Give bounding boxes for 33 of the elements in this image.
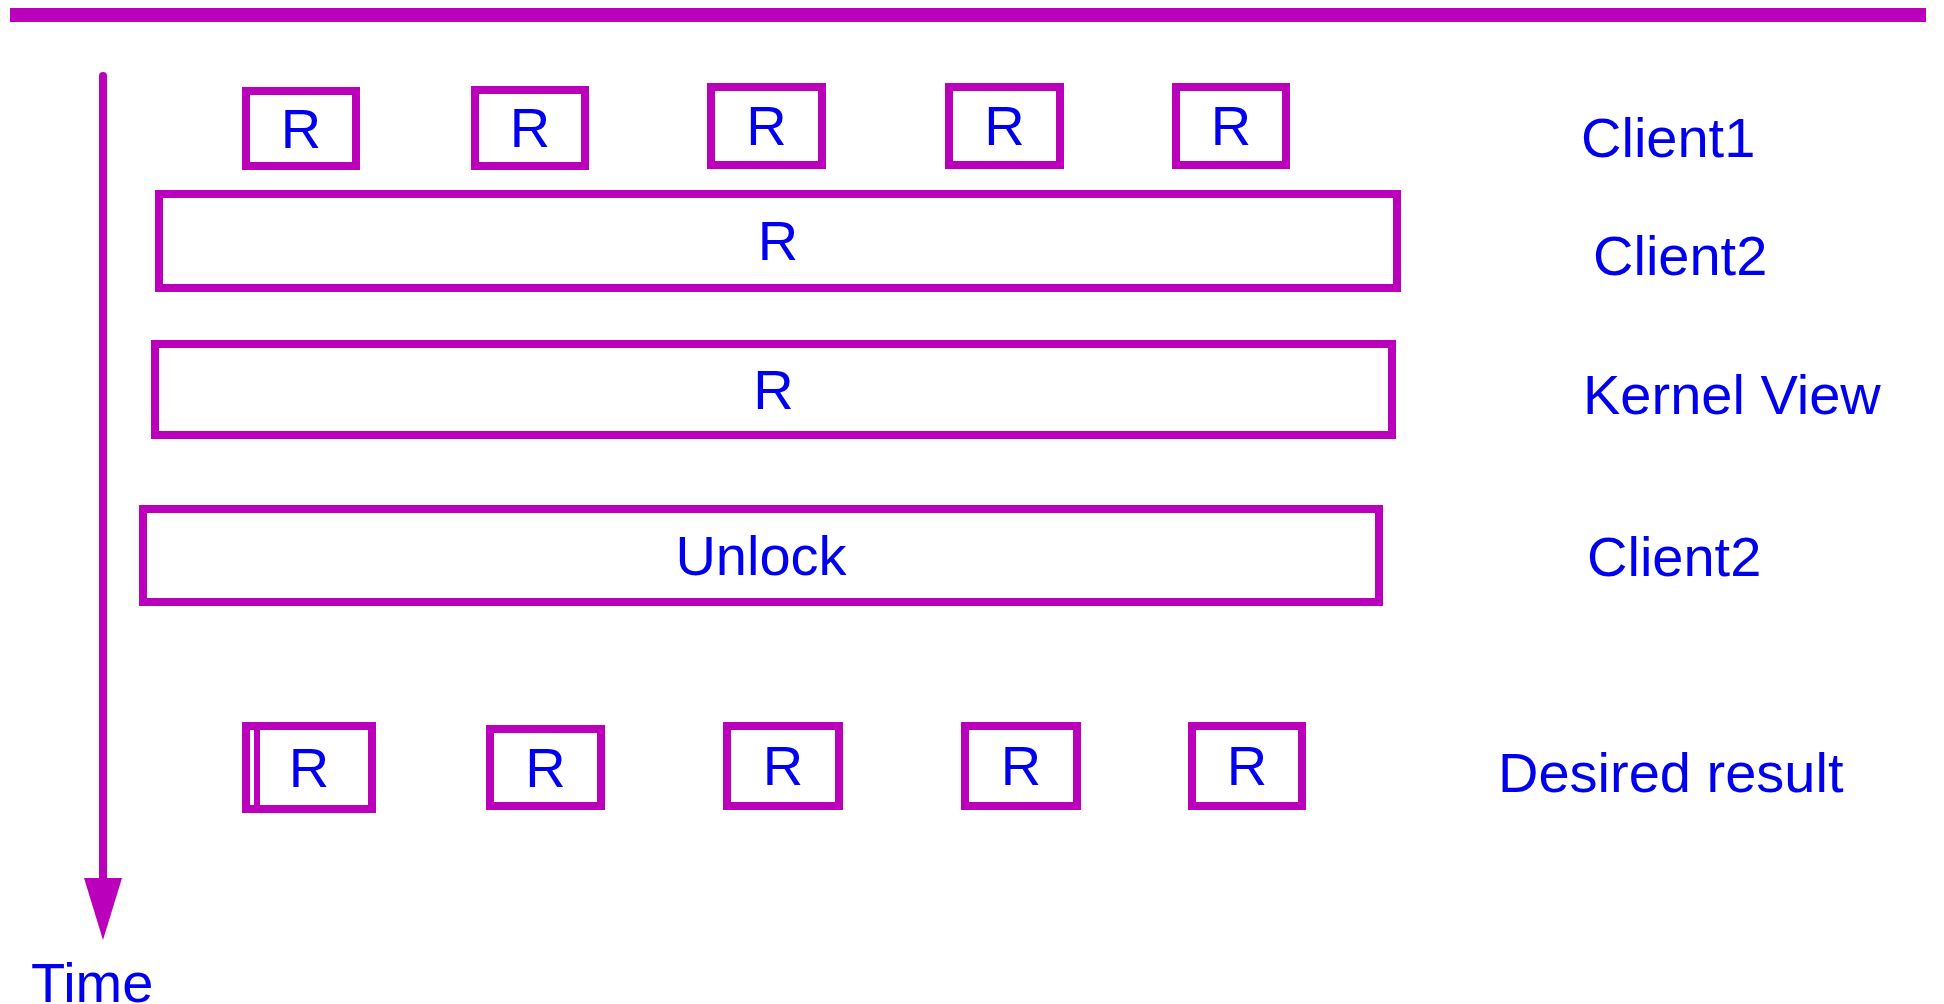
request-box <box>1188 722 1306 810</box>
box-label: Unlock <box>675 527 847 584</box>
request-box <box>961 722 1081 810</box>
header-bar <box>10 8 1926 22</box>
box-label: R <box>757 213 799 269</box>
request-box <box>155 190 1401 292</box>
box-label: R <box>746 98 787 154</box>
request-box <box>242 87 360 170</box>
box-label: R <box>509 100 551 156</box>
box-label: R <box>984 98 1025 154</box>
box-label: R <box>1210 98 1252 154</box>
box-label: R <box>525 739 566 796</box>
box-label: R <box>288 739 330 796</box>
box-label: R <box>753 361 794 418</box>
box-label: R <box>762 738 804 794</box>
box-label: R <box>280 100 322 157</box>
request-box <box>1172 83 1290 169</box>
row-label: Kernel View <box>1583 367 1881 423</box>
row-label: Client2 <box>1587 529 1762 585</box>
row-label: Client1 <box>1581 110 1756 166</box>
request-box <box>945 83 1064 169</box>
request-box <box>471 86 589 170</box>
box-label: R <box>1000 738 1042 794</box>
axis-label: Time <box>31 955 154 1004</box>
row-label: Client2 <box>1593 228 1768 284</box>
box-label: R <box>1226 738 1268 794</box>
request-box <box>242 722 376 813</box>
request-box <box>139 505 1383 606</box>
request-box <box>151 340 1396 439</box>
request-box <box>707 83 826 169</box>
request-box <box>723 722 843 810</box>
request-box <box>486 725 605 810</box>
row-label: Desired result <box>1498 745 1844 801</box>
